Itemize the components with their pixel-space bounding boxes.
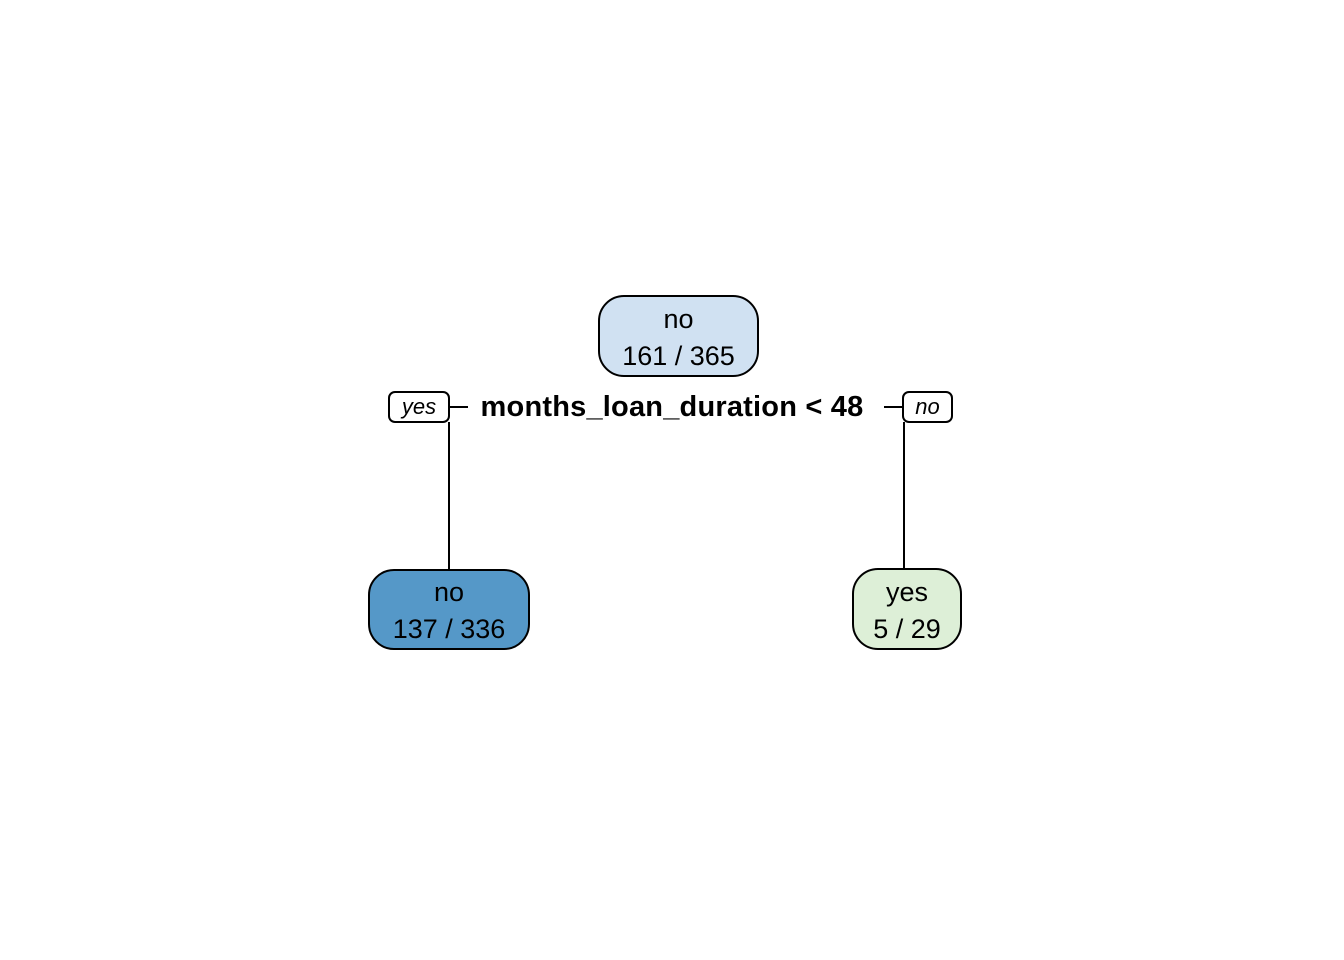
root-node-class-label: no xyxy=(663,304,694,334)
branch-yes-label: yes xyxy=(388,391,450,423)
right-child-node: yes 5 / 29 xyxy=(852,568,962,650)
left-child-stats: 137 / 336 xyxy=(392,614,506,644)
right-branch-horizontal-edge xyxy=(884,406,902,408)
right-child-class-label: yes xyxy=(885,577,929,607)
left-branch-horizontal-edge xyxy=(450,406,468,408)
split-condition-label: months_loan_duration < 48 xyxy=(480,391,864,423)
root-node-stats: 161 / 365 xyxy=(622,341,735,371)
left-branch-vertical-edge xyxy=(448,422,450,570)
branch-no-label: no xyxy=(902,391,953,423)
root-node: no 161 / 365 xyxy=(598,295,759,377)
left-child-node: no 137 / 336 xyxy=(368,569,530,650)
right-branch-vertical-edge xyxy=(903,422,905,569)
left-child-class-label: no xyxy=(433,577,465,607)
right-child-stats: 5 / 29 xyxy=(873,614,941,644)
